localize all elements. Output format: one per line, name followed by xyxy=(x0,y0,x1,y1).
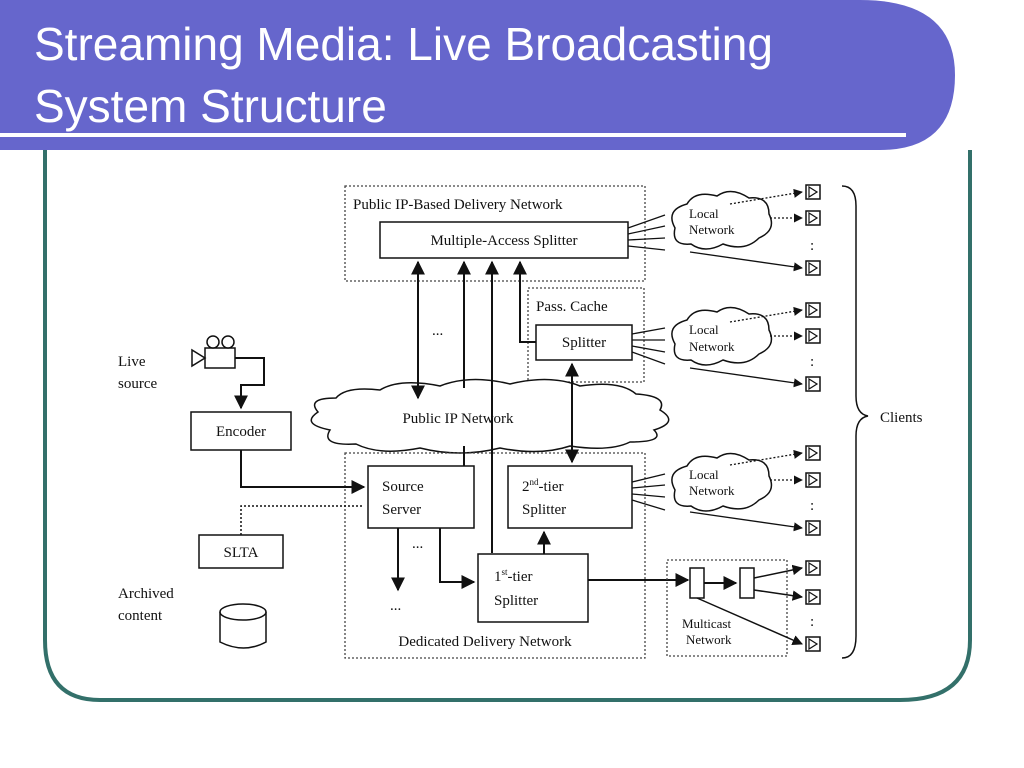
client-colons: : : : : xyxy=(810,238,814,630)
first-tier-splitter-box xyxy=(477,553,589,623)
client-icon xyxy=(805,260,821,276)
source-server-box xyxy=(367,465,475,529)
client-icon xyxy=(805,636,821,652)
cache-splitter-label: Splitter xyxy=(562,335,606,351)
slta: SLTA xyxy=(198,534,284,569)
client-icon xyxy=(805,560,821,576)
client-icon xyxy=(805,184,821,200)
title-underline xyxy=(0,133,906,137)
local-network-top-label-2: Network xyxy=(689,222,735,237)
archived-content-label-2: content xyxy=(118,608,163,624)
client-colon: : xyxy=(810,614,814,630)
cache-to-multi-splitter xyxy=(513,260,536,343)
dedicated-network-box xyxy=(344,452,646,659)
client-icon xyxy=(805,376,821,392)
connection-arrows xyxy=(234,260,690,592)
local-network-bottom-label-2: Network xyxy=(689,483,735,498)
content-frame xyxy=(43,150,972,702)
multicast-network-label-2: Network xyxy=(686,632,732,647)
local-network-middle-label-2: Network xyxy=(689,339,735,354)
encoder-label: Encoder xyxy=(216,424,266,440)
second-tier-splitter-label-1: 2nd-tier xyxy=(522,477,563,495)
archived-content-label-1: Archived xyxy=(118,586,174,602)
uplink-ellipsis: ... xyxy=(432,323,443,339)
clients-label: Clients xyxy=(880,410,923,426)
camera-to-encoder xyxy=(234,357,265,410)
pass-cache-box xyxy=(527,287,645,383)
archived-content: Archived content xyxy=(118,586,267,649)
local-network-middle: Local Network xyxy=(671,306,773,366)
local-network-middle-label-1: Local xyxy=(689,322,719,337)
multicast-network-label-1: Multicast xyxy=(682,616,731,631)
public-delivery-network: Public IP-Based Delivery Network Multipl… xyxy=(344,185,646,282)
local-network-top-label-1: Local xyxy=(689,206,719,221)
public-ip-network-cloud: Public IP Network xyxy=(310,378,670,454)
pass-cache: Pass. Cache Splitter xyxy=(527,287,645,383)
title-bar xyxy=(0,0,955,150)
client-icon xyxy=(805,210,821,226)
pass-cache-label: Pass. Cache xyxy=(536,299,608,315)
second-tier-splitter-box xyxy=(507,465,633,529)
public-network-label: Public IP-Based Delivery Network xyxy=(353,197,563,213)
live-source: Live source xyxy=(118,335,236,392)
client-icon xyxy=(805,520,821,536)
source-server-label-1: Source xyxy=(382,479,424,495)
clients-brace xyxy=(841,185,869,659)
multicast-node-2 xyxy=(739,567,755,599)
local-network-top: Local Network xyxy=(671,190,773,250)
client-icon xyxy=(805,302,821,318)
client-icons xyxy=(805,184,821,652)
slide-title-line-1: Streaming Media: Live Broadcasting xyxy=(34,18,773,70)
database-icon xyxy=(219,603,267,649)
slta-label: SLTA xyxy=(224,545,259,561)
client-colon: : xyxy=(810,498,814,514)
client-colon: : xyxy=(810,354,814,370)
client-colon: : xyxy=(810,238,814,254)
encoder: Encoder xyxy=(190,411,292,451)
public-ip-network-label: Public IP Network xyxy=(402,411,514,427)
client-icon xyxy=(805,472,821,488)
source-server-label-2: Server xyxy=(382,502,421,518)
encoder-to-source-server xyxy=(240,450,366,494)
video-camera-icon xyxy=(191,335,236,369)
server-to-first-tier xyxy=(439,528,476,589)
local-network-bottom: Local Network xyxy=(671,452,773,512)
client-icon xyxy=(805,589,821,605)
cloud-outline xyxy=(310,378,670,454)
public-network-box xyxy=(344,185,646,282)
live-source-label-2: source xyxy=(118,376,157,392)
dedicated-network-label: Dedicated Delivery Network xyxy=(398,634,572,650)
server-fanout-ellipsis: ... xyxy=(412,536,423,552)
client-icon xyxy=(805,328,821,344)
multicast-node-1 xyxy=(689,567,705,599)
multicast-network: Multicast Network xyxy=(666,559,788,657)
second-tier-splitter-label-2: Splitter xyxy=(522,502,566,518)
first-tier-splitter-label-1: 1st-tier xyxy=(494,567,533,585)
multicast-network-box xyxy=(666,559,788,657)
first-tier-splitter-label-2: Splitter xyxy=(494,593,538,609)
slta-to-source-server xyxy=(240,505,364,535)
client-links xyxy=(627,188,804,646)
client-icon xyxy=(805,445,821,461)
multi-access-splitter-label: Multiple-Access Splitter xyxy=(430,233,577,249)
local-network-bottom-label-1: Local xyxy=(689,467,719,482)
dedicated-delivery-network: Dedicated Delivery Network Source Server… xyxy=(344,452,646,659)
server-output-ellipsis: ... xyxy=(390,598,401,614)
slide-title-line-2: System Structure xyxy=(34,80,387,132)
live-source-label-1: Live xyxy=(118,354,146,370)
multi-access-splitter-box xyxy=(379,221,629,259)
